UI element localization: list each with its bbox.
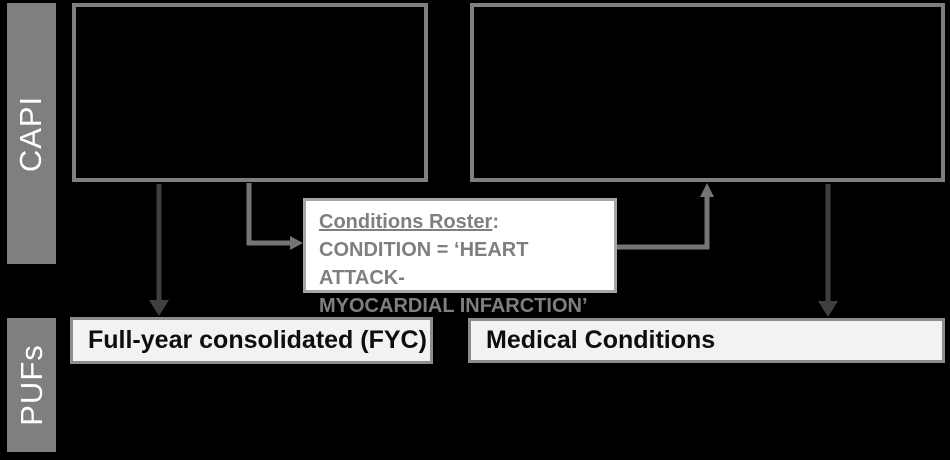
- conditions-roster-callout: Conditions Roster: CONDITION = ‘HEART AT…: [303, 198, 617, 317]
- conditions-roster-title: Conditions Roster:: [319, 211, 500, 233]
- medical-conditions-puf-box: Medical Conditions: [468, 318, 945, 363]
- capi-row-bar: CAPI: [7, 3, 56, 264]
- pufs-row-bar: PUFs: [7, 318, 56, 452]
- fyc-puf-box: Full-year consolidated (FYC): [70, 317, 433, 364]
- capi-box-right: [470, 3, 945, 182]
- capi-row-label: CAPI: [13, 95, 49, 172]
- arrow-capi-left-to-conditions-roster: [246, 183, 303, 250]
- arrow-capi-left-to-fyc: [149, 184, 169, 316]
- fyc-puf-label: Full-year consolidated (FYC): [88, 326, 427, 354]
- conditions-roster-line2: MYOCARDIAL INFARCTION’: [319, 295, 588, 317]
- medical-conditions-puf-label: Medical Conditions: [486, 326, 716, 354]
- capi-box-left: [72, 3, 428, 182]
- arrow-capi-right-to-medical-conditions: [818, 184, 838, 317]
- conditions-roster-line1: CONDITION = ‘HEART ATTACK-: [319, 239, 529, 289]
- pufs-row-label: PUFs: [13, 344, 49, 426]
- arrow-conditions-roster-to-capi-right: [616, 183, 714, 250]
